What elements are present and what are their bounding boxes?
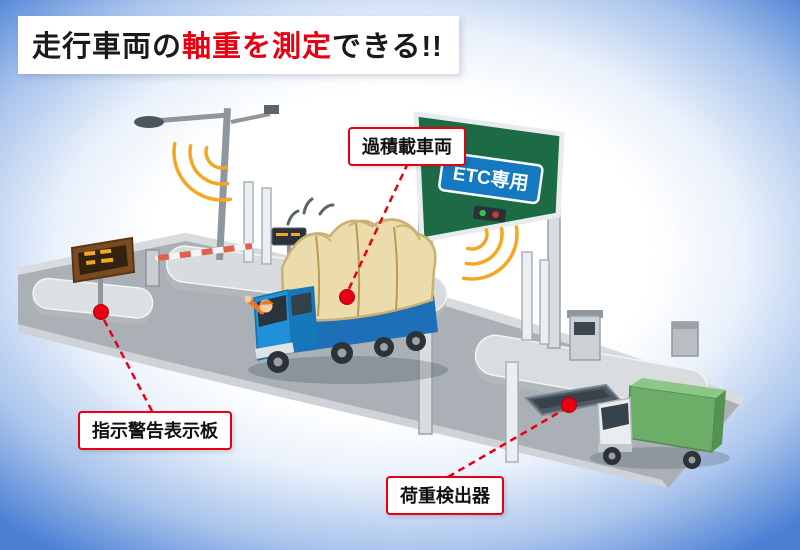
etc-sign: ETC専用 <box>438 151 544 205</box>
street-lamp <box>134 105 279 261</box>
truck-wheels <box>267 331 426 373</box>
leader-load-detector <box>447 407 566 479</box>
toll-booth <box>567 310 603 361</box>
leader-warning-board <box>100 315 154 412</box>
page-title: 走行車両の軸重を測定できる!! <box>18 16 459 74</box>
small-green-truck <box>590 378 730 469</box>
antenna-pillars-right <box>505 251 550 463</box>
title-segment-1: 走行車両の <box>32 31 183 63</box>
marker-warning-board <box>93 304 109 320</box>
title-segment-3: できる!! <box>332 31 443 63</box>
driver <box>244 295 274 315</box>
label-warning-display-board: 指示警告表示板 <box>78 411 232 450</box>
cargo-load <box>280 218 437 322</box>
gantry-signal-lights <box>473 205 507 223</box>
label-overloaded-vehicle: 過積載車両 <box>348 127 466 166</box>
left-island <box>32 277 154 325</box>
overloaded-truck <box>244 197 448 384</box>
warning-display-board <box>70 236 136 314</box>
title-segment-2: 軸重を測定 <box>182 31 333 63</box>
radio-wave-arcs-gantry <box>425 187 519 281</box>
leader-lines <box>100 162 566 479</box>
equipment-cabinet <box>671 321 699 357</box>
barrier-gate <box>145 243 255 287</box>
marker-load-detector <box>561 397 577 413</box>
antenna-pillars-upper <box>243 181 272 265</box>
label-load-detector: 荷重検出器 <box>386 476 504 515</box>
shake-marks <box>286 197 335 226</box>
marker-overloaded-vehicle <box>339 289 355 305</box>
radio-wave-arcs-lamp <box>172 102 272 202</box>
